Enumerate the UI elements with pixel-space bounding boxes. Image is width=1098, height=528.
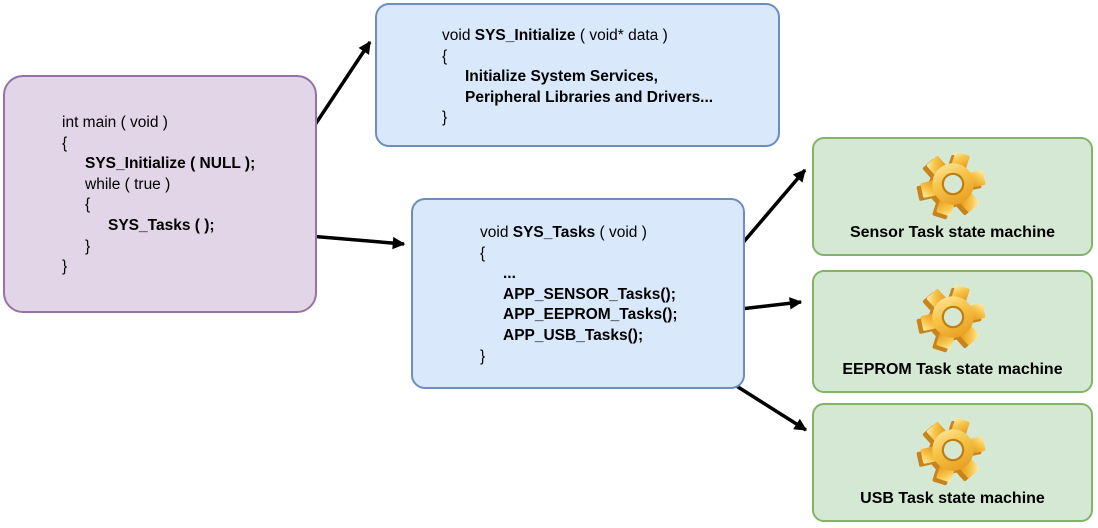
sys-tasks-node: void SYS_Tasks ( void ){...APP_SENSOR_Ta… <box>411 198 745 389</box>
task-label: EEPROM Task state machine <box>842 361 1063 378</box>
gear-icon <box>911 279 995 355</box>
sensor-task-node: Sensor Task state machine <box>812 137 1093 256</box>
main-code-node: int main ( void ){SYS_Initialize ( NULL … <box>3 75 317 313</box>
sys-initialize-node: void SYS_Initialize ( void* data ){Initi… <box>375 3 780 147</box>
eeprom-task-node: EEPROM Task state machine <box>812 270 1093 393</box>
task-label: Sensor Task state machine <box>849 224 1056 241</box>
task-label: USB Task state machine <box>860 490 1045 507</box>
usb-task-node: USB Task state machine <box>812 403 1093 522</box>
gear-icon <box>911 146 995 222</box>
gear-icon <box>911 412 995 488</box>
